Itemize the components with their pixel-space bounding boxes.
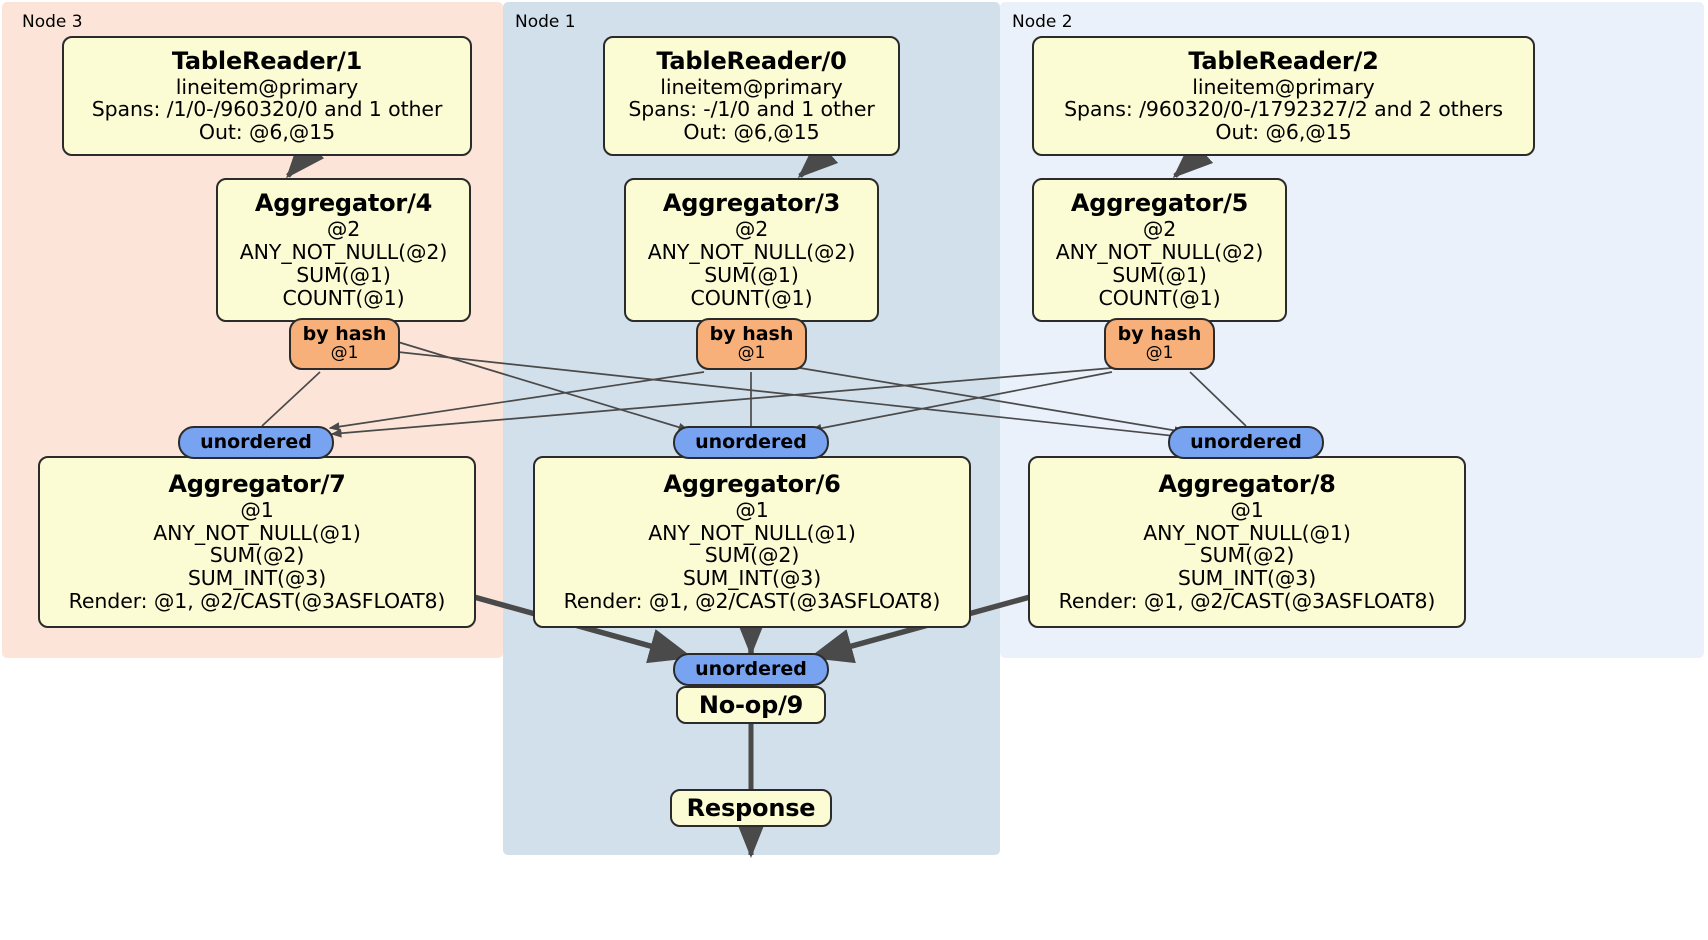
processor-line: Render: @1, @2/CAST(@3ASFLOAT8) [68,589,446,614]
processor-line: SUM(@1) [296,262,391,287]
processor-line: @1 [240,497,274,522]
processor-line: @1 [1230,497,1264,522]
processor-line: lineitem@primary [660,74,843,99]
synchronizer-label: unordered [695,430,807,453]
processor-line: Render: @1, @2/CAST(@3ASFLOAT8) [1058,589,1436,614]
processor-title: Aggregator/6 [663,469,841,498]
processor-title: TableReader/0 [656,46,847,75]
cluster-label-node-1: Node 1 [515,12,576,32]
processor-title: TableReader/2 [1188,46,1379,75]
processor-line: SUM_INT(@3) [187,566,327,591]
processor-aggregator-5[interactable]: Aggregator/5 @2 ANY_NOT_NULL(@2) SUM(@1)… [1032,178,1287,322]
processor-line: SUM(@1) [704,262,799,287]
processor-line: Render: @1, @2/CAST(@3ASFLOAT8) [563,589,941,614]
router-sublabel: @1 [330,343,359,364]
processor-no-op-9[interactable]: No-op/9 [676,686,826,724]
cluster-label-node-3: Node 3 [22,12,83,32]
router-by-hash-aggregator-4[interactable]: by hash @1 [289,318,400,370]
processor-line: Out: @6,@15 [683,120,820,145]
processor-line: lineitem@primary [1192,74,1375,99]
processor-title: TableReader/1 [171,46,363,75]
processor-line: COUNT(@1) [1098,285,1221,310]
processor-aggregator-7[interactable]: Aggregator/7 @1 ANY_NOT_NULL(@1) SUM(@2)… [38,456,476,628]
processor-line: SUM_INT(@3) [682,566,822,591]
processor-aggregator-3[interactable]: Aggregator/3 @2 ANY_NOT_NULL(@2) SUM(@1)… [624,178,879,322]
processor-line: Out: @6,@15 [1215,120,1352,145]
router-label: by hash [709,323,794,346]
router-label: by hash [302,323,387,346]
synchronizer-label: unordered [200,430,312,453]
processor-aggregator-8[interactable]: Aggregator/8 @1 ANY_NOT_NULL(@1) SUM(@2)… [1028,456,1466,628]
processor-title: Aggregator/3 [662,189,841,218]
router-by-hash-aggregator-5[interactable]: by hash @1 [1104,318,1215,370]
router-by-hash-aggregator-3[interactable]: by hash @1 [696,318,807,370]
processor-title: Aggregator/4 [254,189,433,218]
processor-line: Spans: -/1/0 and 1 other [628,97,875,122]
processor-title: Aggregator/5 [1070,189,1249,218]
processor-line: ANY_NOT_NULL(@2) [647,239,856,264]
synchronizer-label: unordered [1190,430,1302,453]
processor-line: ANY_NOT_NULL(@2) [1055,239,1264,264]
processor-line: ANY_NOT_NULL(@2) [239,239,448,264]
synchronizer-label: unordered [695,657,807,680]
processor-table-reader-2[interactable]: TableReader/2 lineitem@primary Spans: /9… [1032,36,1535,156]
processor-line: Spans: /1/0-/960320/0 and 1 other [91,97,443,122]
processor-line: COUNT(@1) [282,285,405,310]
synchronizer-unordered-aggregator-8[interactable]: unordered [1168,426,1324,459]
processor-line: ANY_NOT_NULL(@1) [153,520,361,545]
processor-response[interactable]: Response [670,789,832,827]
processor-line: lineitem@primary [175,74,359,99]
processor-table-reader-0[interactable]: TableReader/0 lineitem@primary Spans: -/… [603,36,900,156]
processor-line: SUM_INT(@3) [1177,566,1317,591]
processor-line: @2 [734,217,769,242]
synchronizer-unordered-no-op-9[interactable]: unordered [673,653,829,686]
synchronizer-unordered-aggregator-7[interactable]: unordered [178,426,334,459]
router-sublabel: @1 [1145,343,1174,364]
processor-line: SUM(@1) [1112,262,1207,287]
processor-line: SUM(@2) [704,543,800,568]
processor-line: SUM(@2) [1199,543,1295,568]
processor-table-reader-1[interactable]: TableReader/1 lineitem@primary Spans: /1… [62,36,472,156]
processor-line: COUNT(@1) [690,285,813,310]
processor-title: Aggregator/7 [168,469,346,498]
processor-line: Out: @6,@15 [198,120,336,145]
processor-line: @2 [326,217,361,242]
processor-aggregator-6[interactable]: Aggregator/6 @1 ANY_NOT_NULL(@1) SUM(@2)… [533,456,971,628]
processor-title: Aggregator/8 [1158,469,1336,498]
synchronizer-unordered-aggregator-6[interactable]: unordered [673,426,829,459]
processor-line: @1 [735,497,769,522]
router-label: by hash [1117,323,1202,346]
processor-line: ANY_NOT_NULL(@1) [1143,520,1351,545]
processor-line: Spans: /960320/0-/1792327/2 and 2 others [1064,97,1503,122]
router-sublabel: @1 [737,343,766,364]
cluster-label-node-2: Node 2 [1012,12,1073,32]
processor-line: @2 [1142,217,1177,242]
processor-title: Response [686,793,816,822]
processor-aggregator-4[interactable]: Aggregator/4 @2 ANY_NOT_NULL(@2) SUM(@1)… [216,178,471,322]
processor-title: No-op/9 [698,690,804,719]
processor-line: ANY_NOT_NULL(@1) [648,520,856,545]
processor-line: SUM(@2) [209,543,305,568]
